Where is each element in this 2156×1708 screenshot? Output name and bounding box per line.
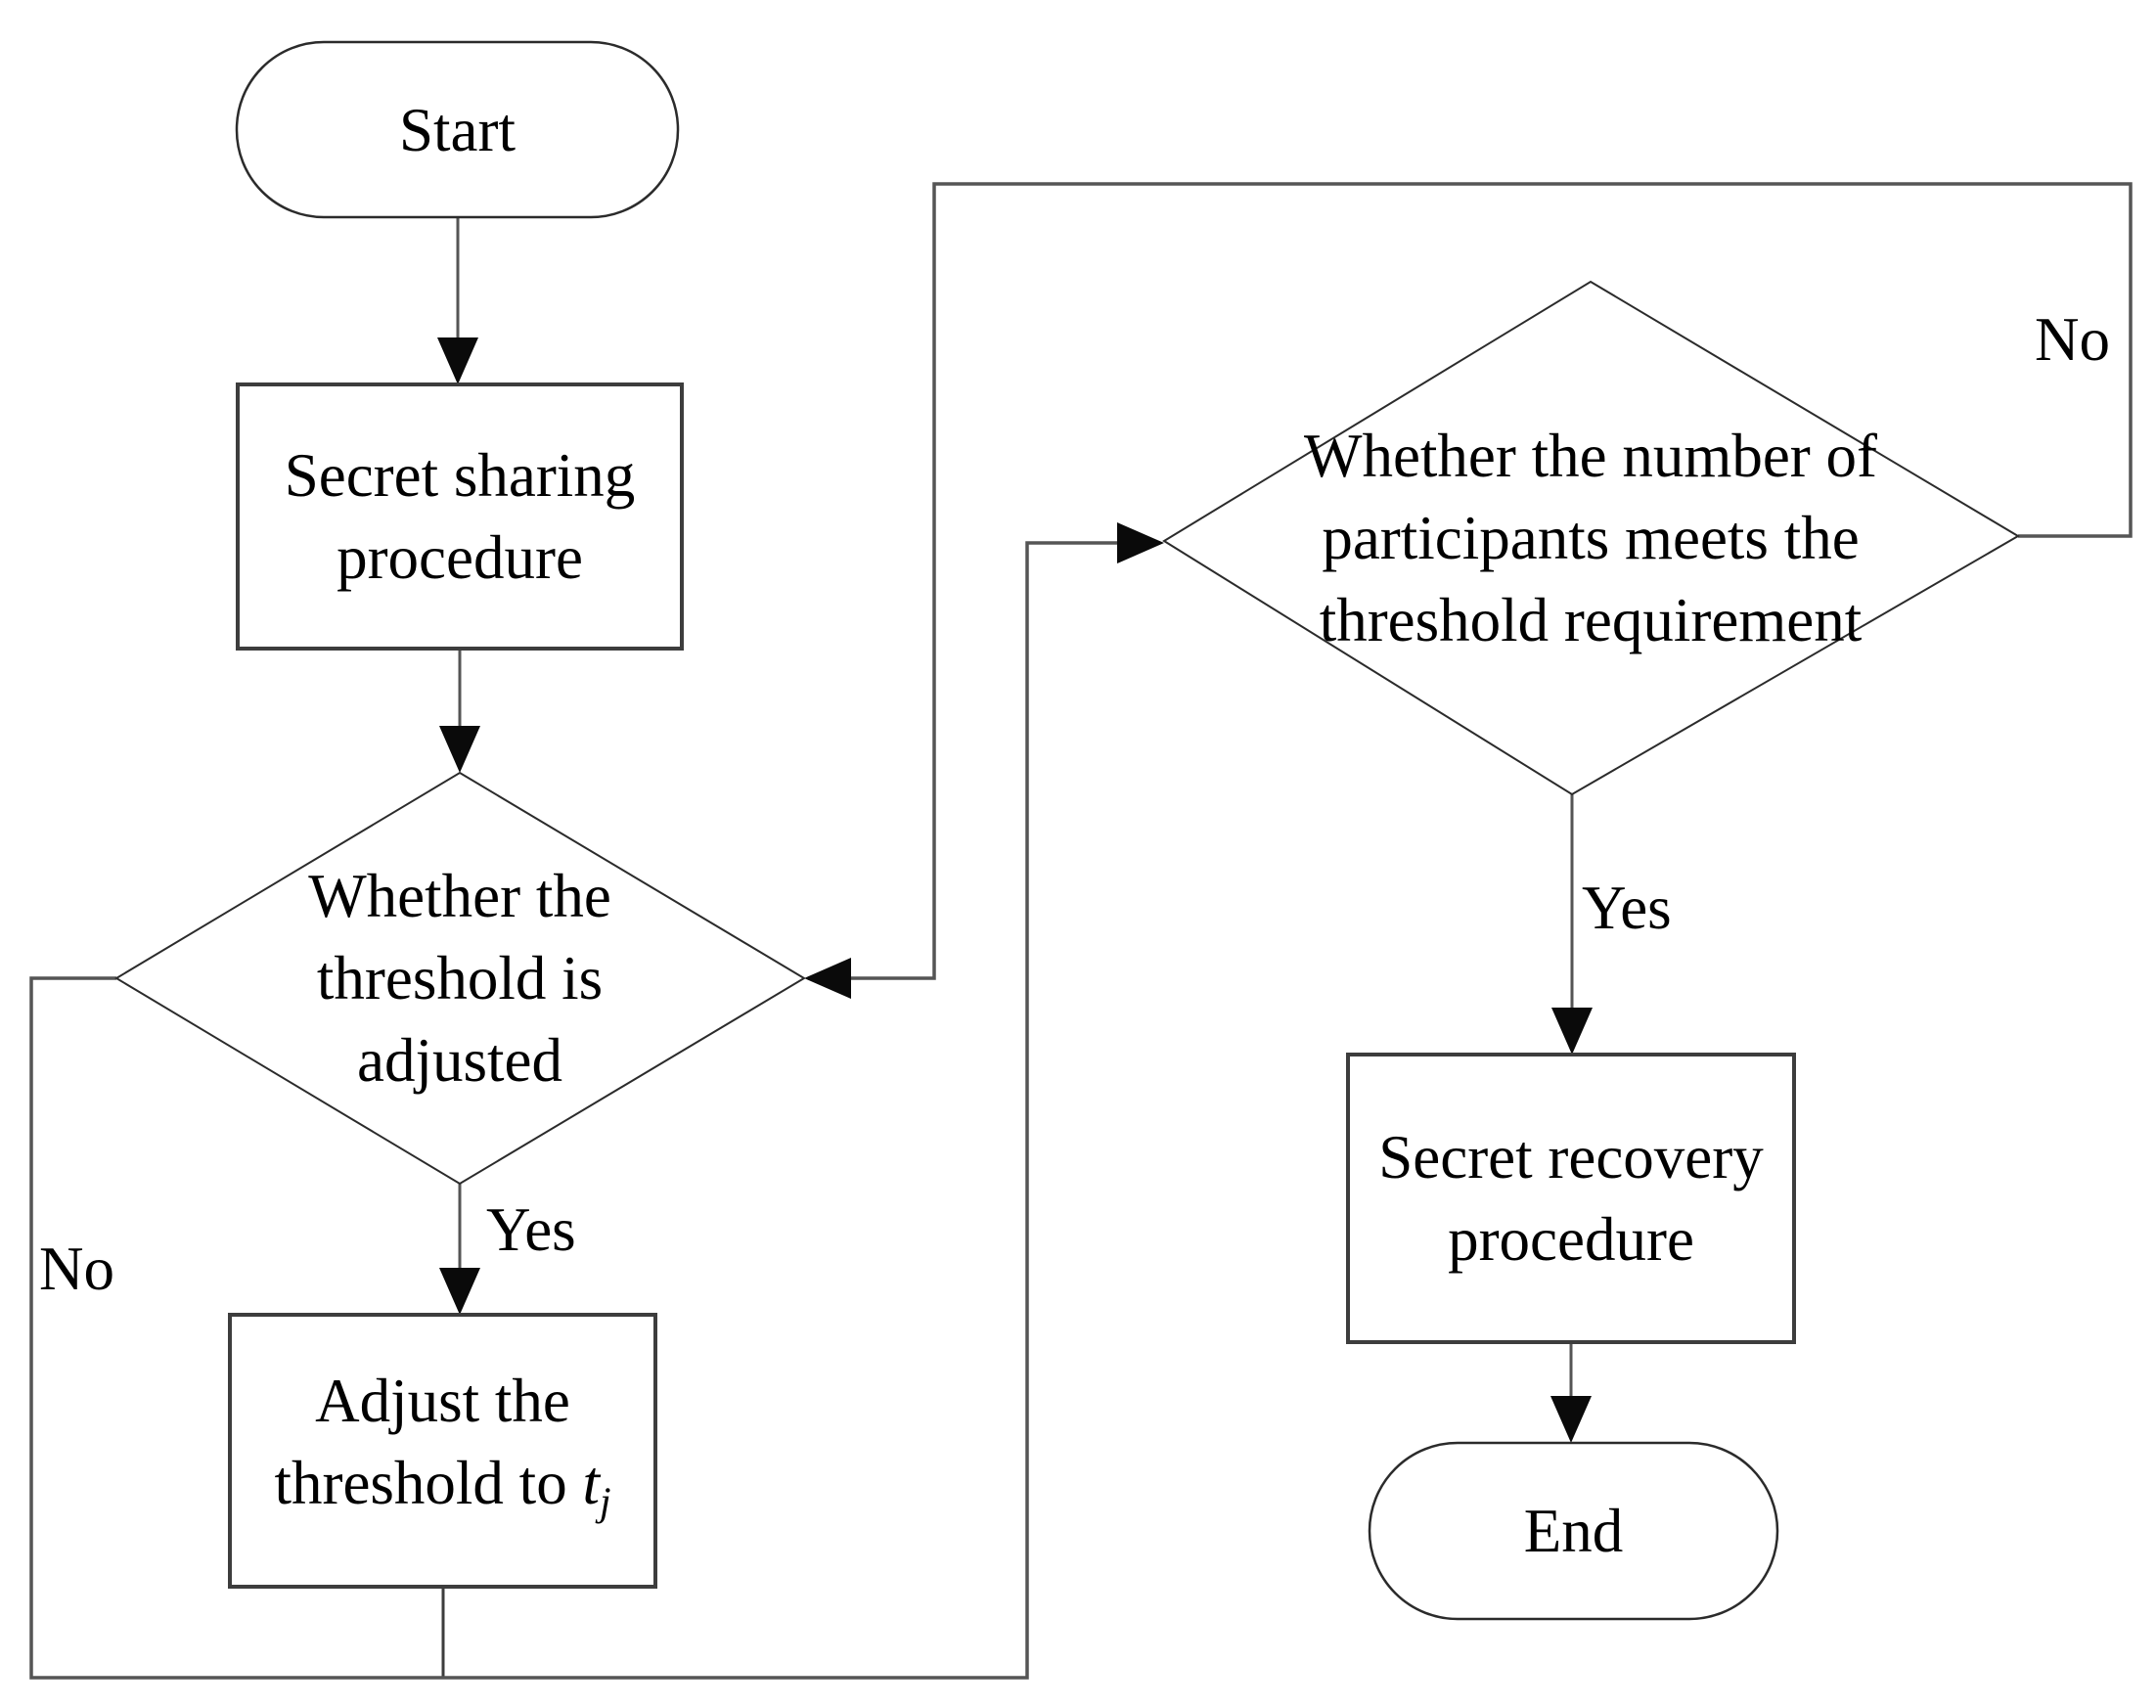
decision2-label: Whether the number of participants meets… bbox=[1297, 415, 1884, 661]
recovery-label-line1: Secret recovery bbox=[1378, 1123, 1764, 1191]
sharing-label-line2: procedure bbox=[337, 523, 583, 592]
recovery-node-shape bbox=[1346, 1053, 1796, 1344]
decision2-node-shape bbox=[1162, 280, 2020, 796]
arrowhead-into-decision2-left bbox=[1117, 522, 1164, 563]
edge-decision1-no-to-decision2 bbox=[29, 541, 1160, 1680]
arrowhead-into-decision1-top bbox=[439, 726, 480, 773]
adjust-label-line2-prefix: threshold to bbox=[274, 1448, 583, 1517]
decision1-yes-label: Yes bbox=[486, 1195, 576, 1264]
decision1-no-label: No bbox=[39, 1235, 114, 1303]
sharing-label-line1: Secret sharing bbox=[284, 441, 636, 510]
start-label: Start bbox=[237, 42, 678, 217]
recovery-label-line2: procedure bbox=[1448, 1205, 1694, 1274]
arrowhead-into-adjust bbox=[439, 1268, 480, 1315]
threshold-variable-subscript: j bbox=[599, 1478, 611, 1524]
decision2-no-label: No bbox=[2035, 305, 2110, 374]
decision1-label: Whether the threshold is adjusted bbox=[166, 855, 753, 1101]
decision2-label-line3: threshold requirement bbox=[1319, 586, 1863, 654]
start-node-shape bbox=[235, 40, 680, 219]
decision1-label-line3: adjusted bbox=[357, 1026, 562, 1095]
decision1-label-line1: Whether the bbox=[308, 862, 611, 930]
decision1-label-line2: threshold is bbox=[316, 944, 604, 1012]
arrowhead-into-decision1-right bbox=[804, 958, 851, 999]
start-label-text: Start bbox=[399, 95, 516, 164]
adjust-node-shape bbox=[228, 1313, 657, 1589]
adjust-label-line2: threshold to tj bbox=[274, 1442, 610, 1543]
decision1-node-shape bbox=[114, 771, 806, 1186]
arrowhead-into-sharing bbox=[437, 337, 478, 384]
end-label: End bbox=[1370, 1443, 1777, 1619]
adjust-label-line1: Adjust the bbox=[315, 1366, 570, 1435]
end-label-text: End bbox=[1523, 1497, 1624, 1565]
decision2-label-line2: participants meets the bbox=[1322, 504, 1860, 572]
sharing-label: Secret sharing procedure bbox=[238, 384, 682, 649]
sharing-node-shape bbox=[236, 382, 684, 651]
edge-decision2-no-to-decision1 bbox=[808, 182, 2133, 980]
arrowhead-into-end bbox=[1550, 1396, 1592, 1443]
decision2-label-line1: Whether the number of bbox=[1303, 422, 1877, 490]
end-node-shape bbox=[1368, 1441, 1779, 1621]
threshold-variable: t bbox=[582, 1448, 600, 1517]
arrowhead-into-recovery bbox=[1551, 1008, 1593, 1055]
recovery-label: Secret recovery procedure bbox=[1348, 1055, 1794, 1342]
adjust-label: Adjust the threshold to tj bbox=[230, 1315, 655, 1587]
decision2-yes-label: Yes bbox=[1582, 874, 1672, 942]
